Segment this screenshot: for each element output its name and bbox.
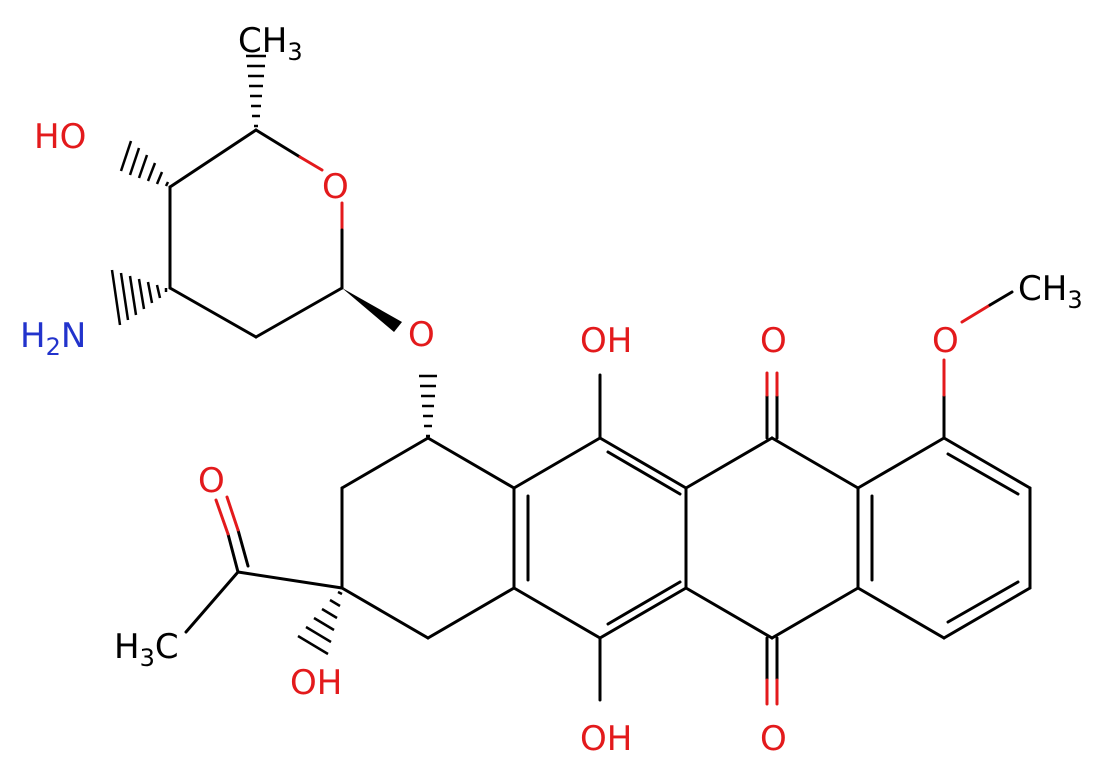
- ch3-top-label: CH3: [238, 21, 303, 66]
- hashed-wedge-aglycone: [419, 374, 437, 438]
- oh-upper-label: OH: [580, 321, 632, 361]
- acetyl-bonds: [184, 495, 344, 634]
- hashed-wedge-amine: [110, 269, 168, 326]
- quinone-oxygen-lower-label: O: [760, 719, 787, 759]
- ketone-oxygen-label: O: [198, 461, 225, 501]
- sugar-ring-bonds: [168, 128, 344, 339]
- hashed-wedge-hydroxyl: [119, 140, 170, 187]
- methoxy-oxygen-label: O: [932, 321, 959, 361]
- oh-lower-label: OH: [580, 719, 632, 759]
- h3c-label: H3C: [114, 627, 179, 672]
- ring-d-bonds: [856, 436, 1032, 640]
- methoxy-bonds: [942, 290, 1014, 440]
- glycosidic-oxygen-label: O: [408, 315, 435, 355]
- hashed-wedge-tertiary-oh: [297, 590, 343, 656]
- nh2-label: H2N: [20, 316, 86, 361]
- oh-tertiary-label: OH: [290, 663, 342, 703]
- ho-sugar-label: HO: [34, 117, 86, 157]
- ring-a-bonds: [340, 436, 516, 640]
- ring-b-bonds: [512, 436, 688, 640]
- ring-oxygen-label: O: [322, 167, 349, 207]
- ch3-methoxy-label: CH3: [1018, 269, 1083, 314]
- ring-c-bonds: [684, 371, 860, 706]
- quinone-oxygen-upper-label: O: [760, 321, 787, 361]
- hashed-wedge-methyl: [246, 54, 266, 128]
- bold-wedge-glycosidic: [342, 288, 402, 332]
